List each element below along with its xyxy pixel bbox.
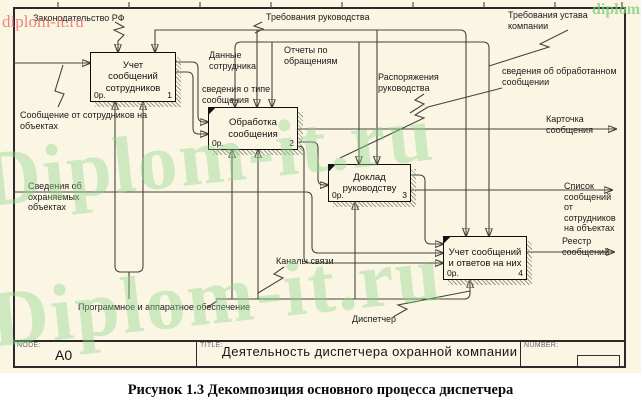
label-dannye-sotrudnika: Данные сотрудника [209, 50, 257, 71]
title-value: Деятельность диспетчера охранной компани… [222, 344, 518, 359]
activity-box-4-number: 4 [518, 267, 523, 278]
activity-box-2-cost: 0р. [212, 137, 224, 148]
activity-box-4: Учет сообщений и ответов на них 0р. 4 [443, 236, 527, 280]
number-stamp-box [577, 355, 620, 367]
arrow-box1-box2-b [176, 71, 208, 134]
figure-caption: Рисунок 1.3 Декомпозиция основного проце… [127, 382, 514, 398]
leader-kanaly [257, 266, 285, 294]
activity-box-3-title: Доклад руководству [342, 171, 397, 194]
activity-box-4-cost: 0р. [447, 267, 459, 278]
arrow-box1-box2-a [176, 61, 208, 122]
title-label: TITLE: [200, 342, 223, 349]
leader-treb-ruk [252, 21, 265, 34]
arrow-box3-box4 [411, 174, 443, 244]
arrow-box2-box3 [298, 141, 328, 185]
number-label: NUMBER: [524, 342, 559, 349]
label-kanaly-svyazi: Каналы связи [276, 256, 334, 266]
label-svedeniya-tip: сведения о типе сообщения [202, 84, 271, 105]
label-kartochka: Карточка сообщения [546, 114, 593, 135]
activity-box-4-title: Учет сообщений и ответов на них [448, 246, 522, 269]
leader-po [207, 300, 218, 308]
node-info-bar [13, 340, 626, 368]
node-value: A0 [55, 347, 73, 363]
activity-box-3-cost: 0р. [332, 189, 344, 200]
label-svedeniya-ohranyaemye: Сведения об охраняемых объектах [28, 181, 82, 213]
activity-box-1: Учет сообщений сотрудников 0р. 1 [90, 52, 176, 102]
leader-soobshenie [54, 64, 65, 108]
leader-dispatcher [392, 290, 471, 318]
activity-box-4-corner-mark [443, 236, 452, 245]
label-svedeniya-obrabotannom: сведения об обработанном сообщении [502, 66, 617, 87]
activity-box-3-number: 3 [402, 189, 407, 200]
label-rasporyazheniya: Распоряжения руководства [378, 72, 439, 93]
leader-rasporyazheniya [409, 93, 426, 114]
label-reestr: Реестр сообщений [562, 236, 610, 257]
activity-box-3-corner-mark [328, 164, 337, 173]
frame-ticks [57, 2, 623, 8]
label-trebovaniya-ustava: Требования устава компании [508, 10, 588, 31]
label-spisok: Список сообщений от сотрудников на объек… [564, 181, 616, 234]
infobar-divider-2 [520, 340, 521, 368]
arrow-zakonodatelstvo [112, 21, 126, 52]
activity-box-2-title: Обработка сообщения [228, 117, 278, 140]
activity-box-1-title: Учет сообщений сотрудников [105, 60, 161, 94]
label-trebovaniya-rukovodstva: Требования руководства [266, 12, 370, 22]
node-label: NODE: [17, 342, 41, 349]
label-otchety: Отчеты по обращениям [284, 45, 338, 66]
label-dispatcher: Диспетчер [352, 314, 397, 324]
activity-box-2: Обработка сообщения 0р. 2 [208, 107, 298, 150]
activity-box-2-number: 2 [289, 137, 294, 148]
arrow-ohranyaemye [14, 191, 443, 253]
activity-box-1-number: 1 [167, 89, 172, 100]
activity-box-1-cost: 0р. [94, 89, 106, 100]
arrow-bus-ustav [235, 41, 489, 236]
leader-treb-ustava [488, 29, 569, 67]
activity-box-2-corner-mark [208, 107, 217, 116]
label-programmnoe-obespechenie: Программное и аппаратное обеспечение [78, 302, 251, 312]
infobar-divider-1 [196, 340, 197, 368]
leader-svedeniya-obrab [339, 87, 503, 159]
arrow-bus-trebovaniya [155, 29, 466, 236]
label-zakonodatelstvo: Законодательство РФ [33, 13, 125, 23]
label-soobshenie-ot-sotrudnikov: Сообщение от сотрудников на объектах [20, 110, 148, 131]
activity-box-3: Доклад руководству 0р. 3 [328, 164, 411, 202]
arrow-mech-bus [216, 280, 470, 300]
